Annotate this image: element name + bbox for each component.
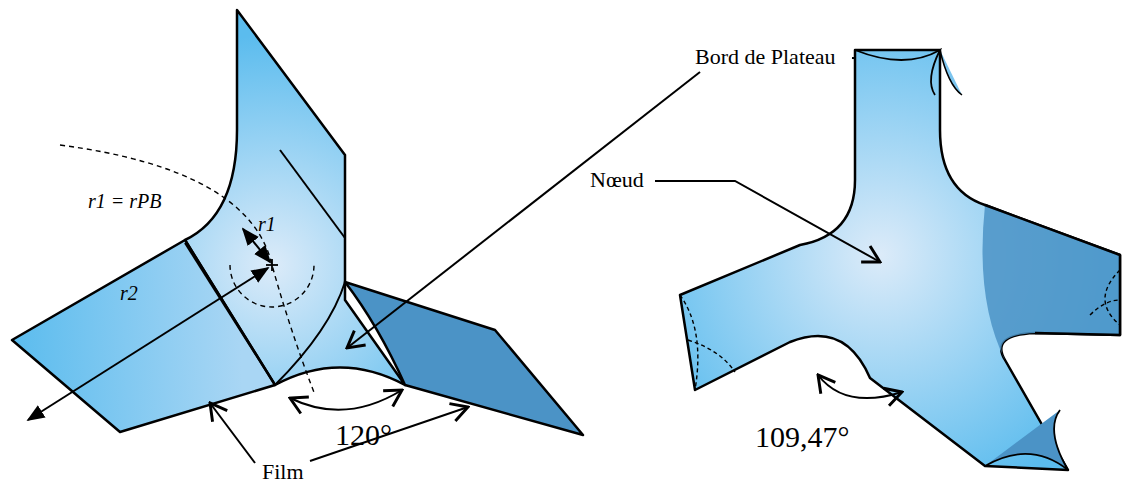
radius-label: r1 = rPB <box>88 190 162 212</box>
callout-label: Film <box>262 460 304 484</box>
radius-label: r1 <box>258 213 276 235</box>
radius-label: r2 <box>120 282 138 304</box>
angle-label: 109,47° <box>755 420 850 453</box>
callout-label: Bord de Plateau <box>695 45 836 69</box>
angle-label: 120° <box>335 418 392 451</box>
callout-label: Nœud <box>590 168 644 192</box>
